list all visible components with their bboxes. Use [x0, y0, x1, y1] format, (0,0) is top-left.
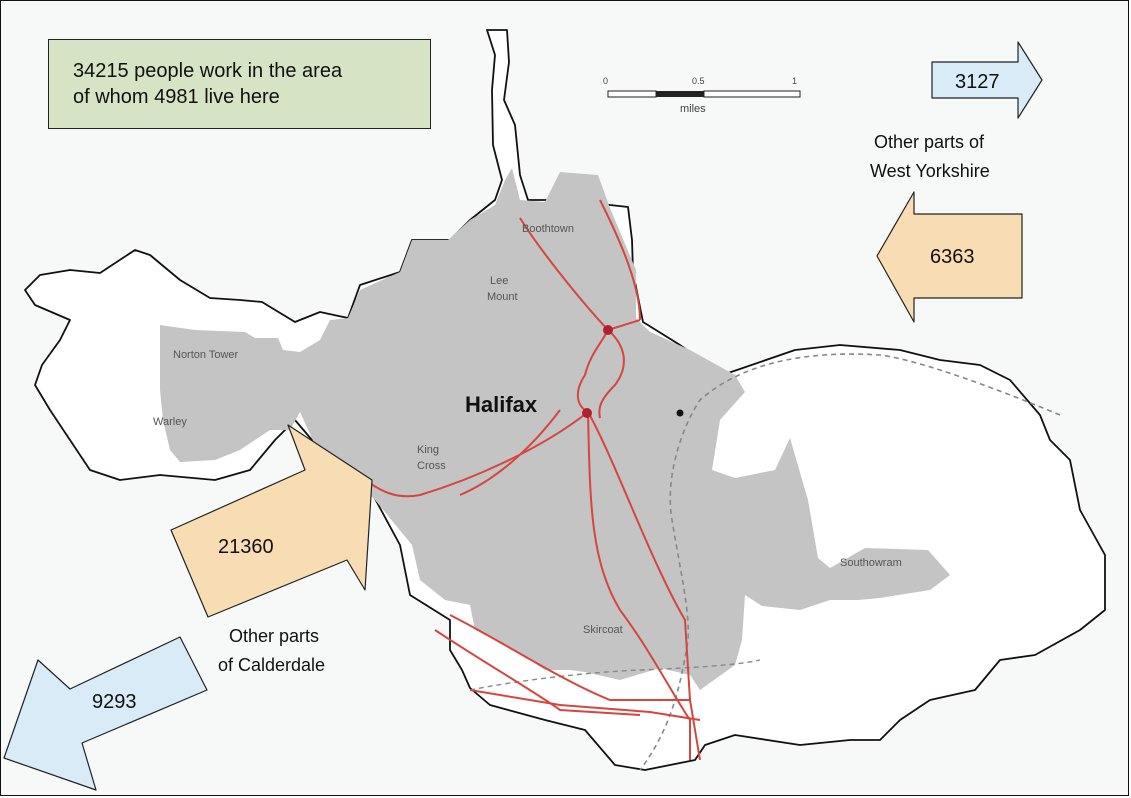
caption-calderdale-line1: Other parts	[229, 626, 319, 646]
place-southowram: Southowram	[840, 557, 902, 569]
scale-unit: miles	[680, 103, 706, 115]
place-mount: Mount	[487, 291, 518, 303]
flow-value-calderdale-out: 9293	[92, 691, 137, 713]
place-norton-tower: Norton Tower	[173, 349, 239, 361]
road-cross	[607, 319, 641, 331]
railway-branch	[469, 659, 761, 691]
place-lee: Lee	[490, 275, 508, 287]
flow-value-west-yorkshire-out: 3127	[955, 71, 1000, 93]
road-centre	[576, 329, 609, 413]
road-southwest	[459, 409, 561, 496]
place-king: King	[417, 444, 439, 456]
scale-bar: 0 0.5 1 miles	[603, 76, 801, 115]
summary-line-1: 34215 people work in the area	[73, 60, 343, 82]
arrow-calderdale-in	[170, 424, 373, 618]
scale-tick-mid: 0.5	[692, 76, 705, 86]
scale-tick-0: 0	[603, 76, 608, 86]
road-southeast	[587, 411, 701, 761]
caption-calderdale-line2: of Calderdale	[218, 655, 325, 675]
junction-dot-centre	[582, 408, 592, 418]
flow-value-west-yorkshire-in: 6363	[930, 246, 975, 268]
road-lower-2	[469, 689, 701, 721]
scale-tick-end: 1	[792, 76, 797, 86]
road-east-loop	[598, 329, 625, 419]
road-lower-1	[434, 629, 641, 716]
caption-west-yorkshire-line1: Other parts of	[874, 132, 985, 152]
arrow-west-yorkshire-out	[931, 41, 1043, 119]
caption-west-yorkshire-line2: West Yorkshire	[870, 161, 990, 181]
place-warley: Warley	[153, 416, 187, 428]
arrow-calderdale-out	[3, 636, 208, 791]
road-west	[364, 411, 589, 498]
road-south	[587, 411, 691, 760]
arrow-west-yorkshire-in	[876, 191, 1023, 323]
flow-value-calderdale-in: 21360	[218, 536, 274, 558]
road-north-b	[599, 199, 641, 321]
place-skircoat: Skircoat	[583, 624, 623, 636]
place-cross: Cross	[417, 460, 446, 472]
city-label: Halifax	[465, 392, 538, 417]
summary-line-2: of whom 4981 live here	[73, 86, 280, 108]
railway-line	[639, 353, 1061, 771]
road-north-a	[519, 217, 609, 331]
built-up-area	[160, 168, 950, 690]
road-lower-3	[449, 614, 690, 701]
junction-dot-north	[603, 325, 613, 335]
place-boothtown: Boothtown	[522, 223, 574, 235]
main-roads	[364, 199, 701, 761]
station-dot	[676, 409, 684, 417]
summary-box: 34215 people work in the area of whom 49…	[48, 39, 431, 129]
